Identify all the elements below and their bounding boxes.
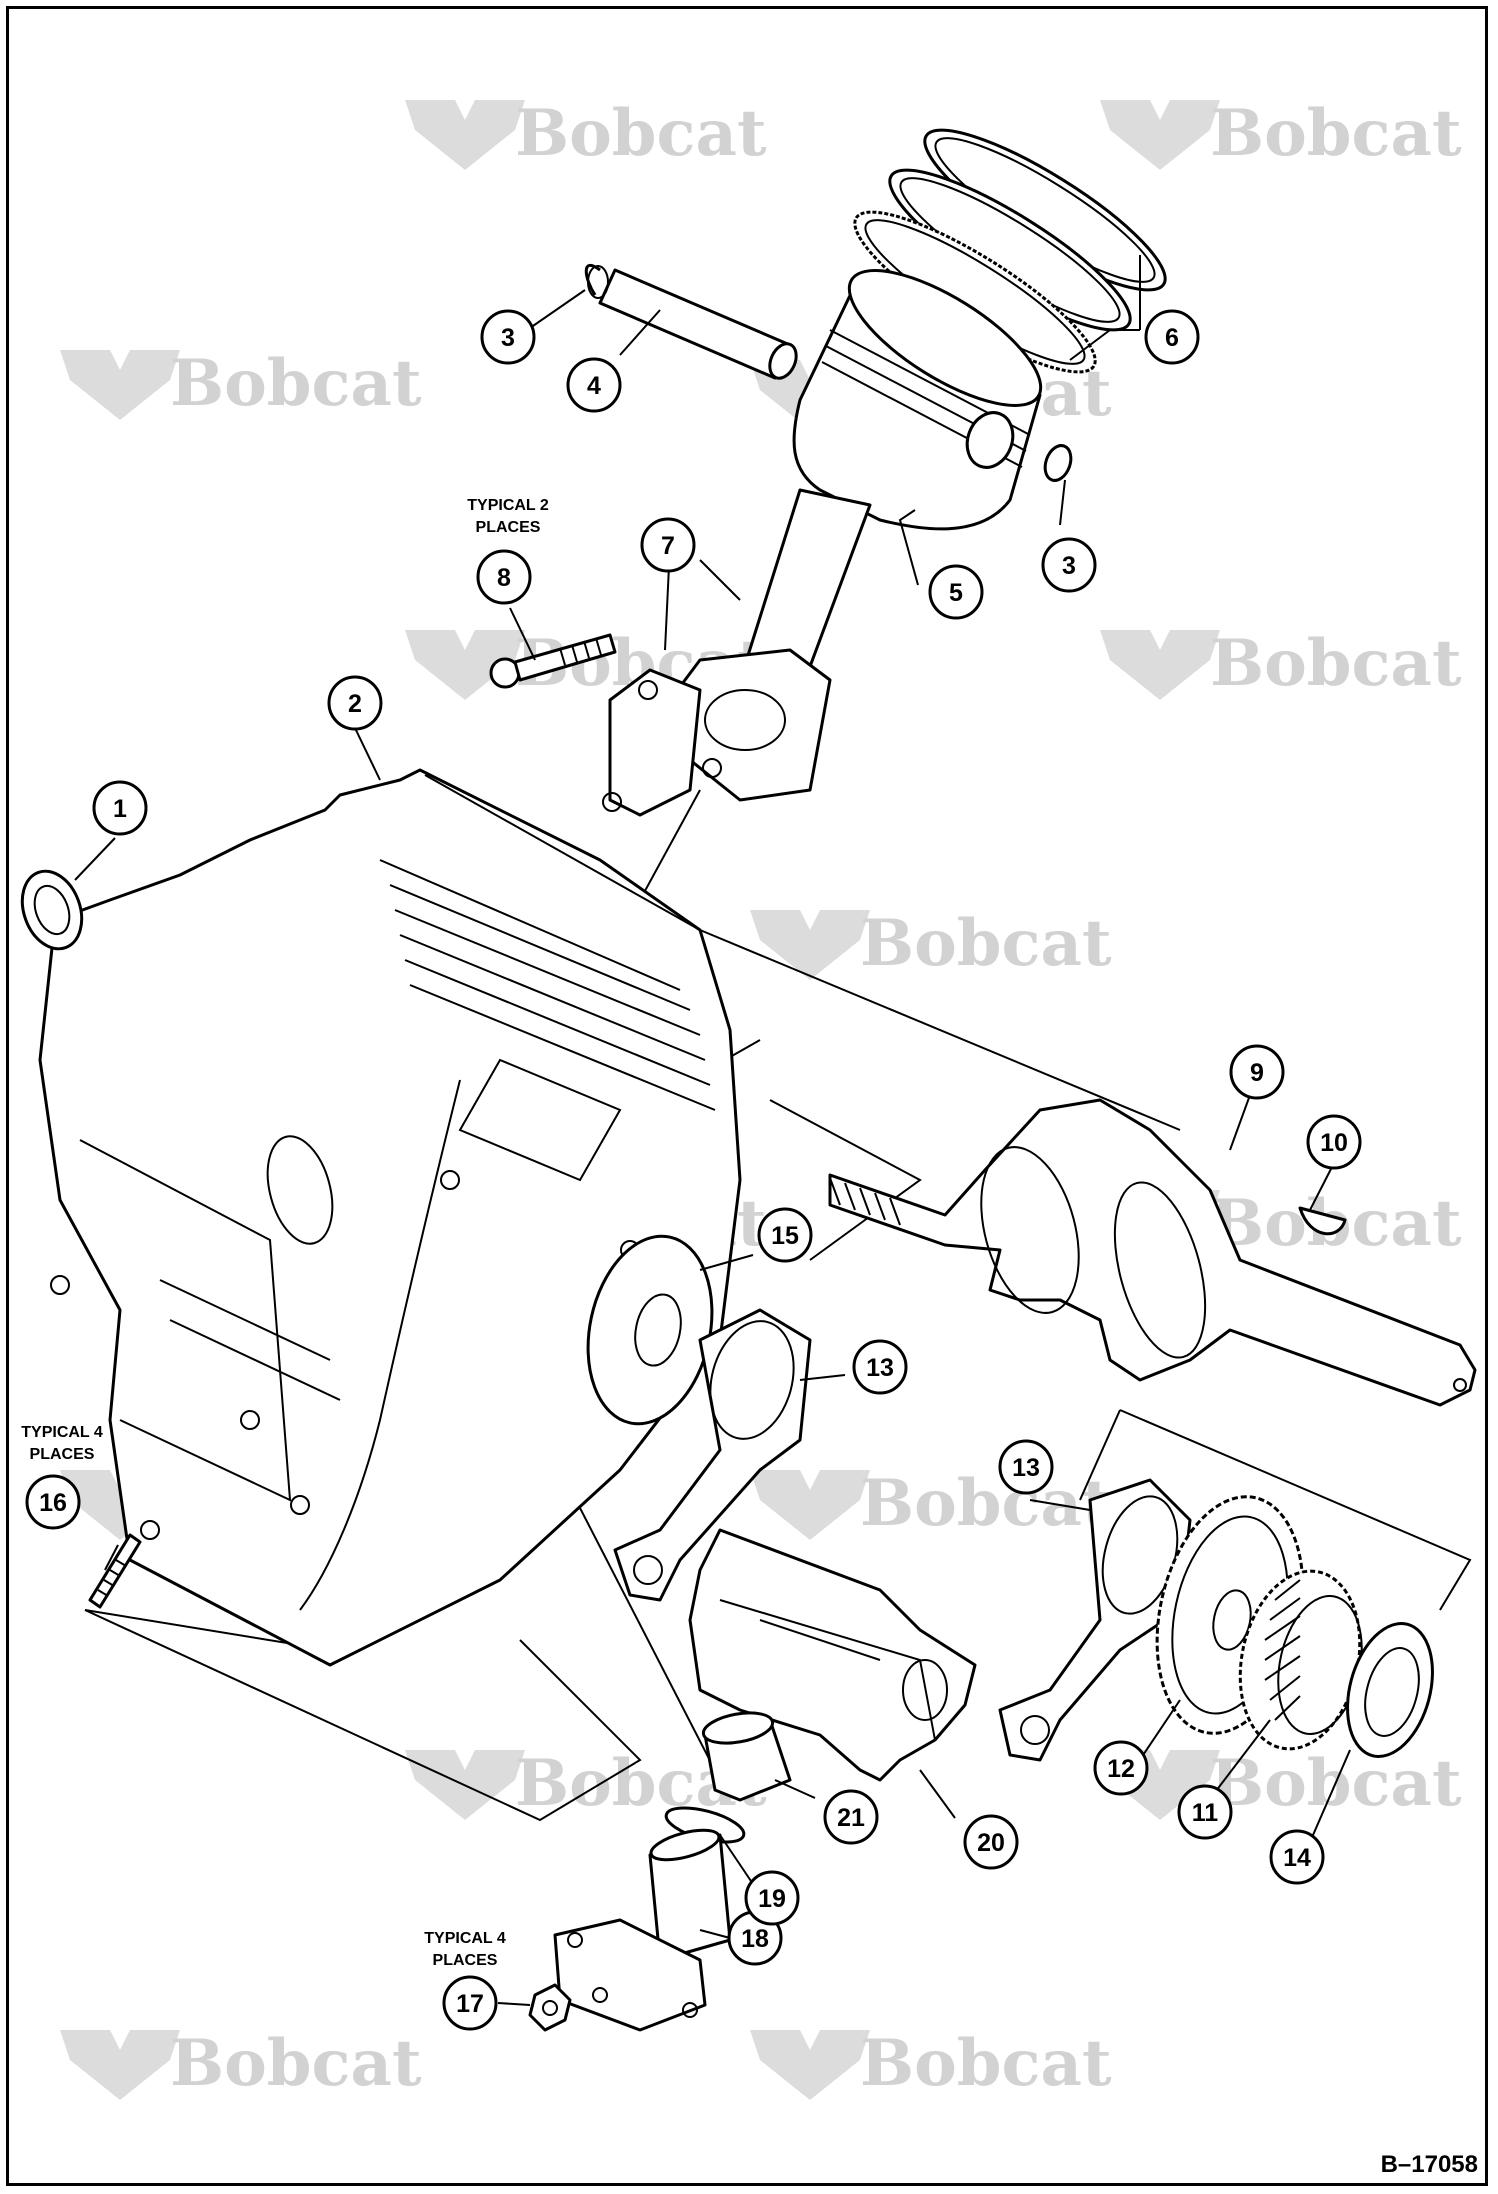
callout-13-upper: 13 <box>852 1339 908 1395</box>
svg-text:5: 5 <box>949 579 963 607</box>
svg-text:2: 2 <box>348 690 362 718</box>
svg-text:17: 17 <box>456 1990 484 2018</box>
svg-text:Bobcat: Bobcat <box>1210 626 1462 701</box>
watermark: Bobcat <box>60 2026 422 2101</box>
svg-text:4: 4 <box>587 372 601 400</box>
balancer-rod-lower <box>998 1478 1192 1762</box>
svg-text:Bobcat: Bobcat <box>170 2026 422 2101</box>
callout-1: 1 <box>92 780 148 836</box>
watermark: Bobcat <box>60 346 422 421</box>
gear-washer <box>1346 1622 1434 1758</box>
callout-7: 7 <box>640 517 696 573</box>
callout-3-right: 3 <box>1041 537 1097 593</box>
snap-ring-left <box>584 263 609 299</box>
svg-text:14: 14 <box>1283 1844 1311 1872</box>
callout-14: 14 <box>1269 1829 1325 1885</box>
callout-2: 2 <box>327 675 383 731</box>
svg-text:Bobcat: Bobcat <box>1210 96 1462 171</box>
callout-12: 12 <box>1093 1740 1149 1796</box>
stud <box>88 1533 142 1609</box>
callout-11: 11 <box>1177 1784 1233 1840</box>
watermark: Bobcat <box>750 1466 1112 1541</box>
svg-text:19: 19 <box>758 1885 786 1913</box>
svg-text:Bobcat: Bobcat <box>860 906 1112 981</box>
callout-9: 9 <box>1229 1044 1285 1100</box>
callout-6: 6 <box>1144 309 1200 365</box>
callout-21: 21 <box>823 1789 879 1845</box>
svg-text:Bobcat: Bobcat <box>170 346 422 421</box>
svg-text:20: 20 <box>977 1829 1005 1857</box>
watermark: Bobcat <box>750 2026 1112 2101</box>
callout-13-lower: 13 <box>998 1439 1054 1495</box>
svg-text:Bobcat: Bobcat <box>860 2026 1112 2101</box>
callout-19: 19 <box>744 1870 800 1926</box>
note-typical-2-line2: PLACES <box>476 519 541 536</box>
rod-bolt <box>489 633 617 689</box>
crankcase-block <box>38 768 742 1667</box>
callout-3-left: 3 <box>480 309 536 365</box>
piston-pin <box>598 268 798 380</box>
svg-text:15: 15 <box>771 1222 799 1250</box>
svg-text:3: 3 <box>1062 552 1076 580</box>
svg-text:12: 12 <box>1107 1755 1135 1783</box>
bushing <box>701 1711 792 1802</box>
watermark: Bobcat <box>1100 1746 1462 1821</box>
callout-5: 5 <box>928 564 984 620</box>
svg-text:10: 10 <box>1320 1129 1348 1157</box>
svg-text:16: 16 <box>39 1489 67 1517</box>
svg-text:9: 9 <box>1250 1059 1264 1087</box>
svg-text:18: 18 <box>741 1925 769 1953</box>
watermark: Bobcat <box>1100 626 1462 701</box>
callout-10: 10 <box>1306 1114 1362 1170</box>
svg-text:6: 6 <box>1165 324 1179 352</box>
woodruff-key <box>1298 1206 1347 1236</box>
svg-text:Bobcat: Bobcat <box>860 1466 1112 1541</box>
leader-lines <box>74 255 1351 2006</box>
note-typical-4-left-line2: PLACES <box>30 1446 95 1463</box>
svg-text:8: 8 <box>497 564 511 592</box>
snap-ring-right <box>1043 444 1073 482</box>
svg-text:21: 21 <box>837 1804 865 1832</box>
callout-15: 15 <box>757 1207 813 1263</box>
svg-text:11: 11 <box>1192 1799 1219 1827</box>
connecting-rod-upper <box>602 488 872 817</box>
crankshaft <box>828 1098 1477 1407</box>
callout-17: 17 <box>442 1975 498 2031</box>
balancer-rod-upper <box>613 1308 812 1602</box>
svg-text:7: 7 <box>661 532 675 560</box>
callout-20: 20 <box>963 1814 1019 1870</box>
note-typical-4-left-line1: TYPICAL 4 <box>21 1424 103 1441</box>
callout-4: 4 <box>566 357 622 413</box>
watermark: Bobcat <box>1100 96 1462 171</box>
svg-text:Bobcat: Bobcat <box>515 96 767 171</box>
balancer-weight <box>688 1528 977 1782</box>
balancer-shaft <box>553 1828 732 2032</box>
watermark: Bobcat <box>405 96 767 171</box>
watermark: Bobcat <box>750 906 1112 981</box>
document-number: B–17058 <box>1381 2151 1478 2178</box>
callout-16: 16 <box>25 1474 81 1530</box>
note-typical-2-line1: TYPICAL 2 <box>467 497 549 514</box>
svg-text:1: 1 <box>113 795 127 823</box>
svg-text:13: 13 <box>866 1354 894 1382</box>
oil-seal <box>20 869 84 951</box>
callout-8: 8 <box>476 549 532 605</box>
svg-text:13: 13 <box>1012 1454 1040 1482</box>
note-typical-4-bottom-line1: TYPICAL 4 <box>424 1930 506 1947</box>
svg-text:3: 3 <box>501 324 515 352</box>
note-typical-4-bottom-line2: PLACES <box>433 1952 498 1969</box>
piston <box>792 269 1043 531</box>
piston-rings <box>853 128 1167 374</box>
nut <box>528 1983 572 2032</box>
page-border <box>6 6 1488 2186</box>
